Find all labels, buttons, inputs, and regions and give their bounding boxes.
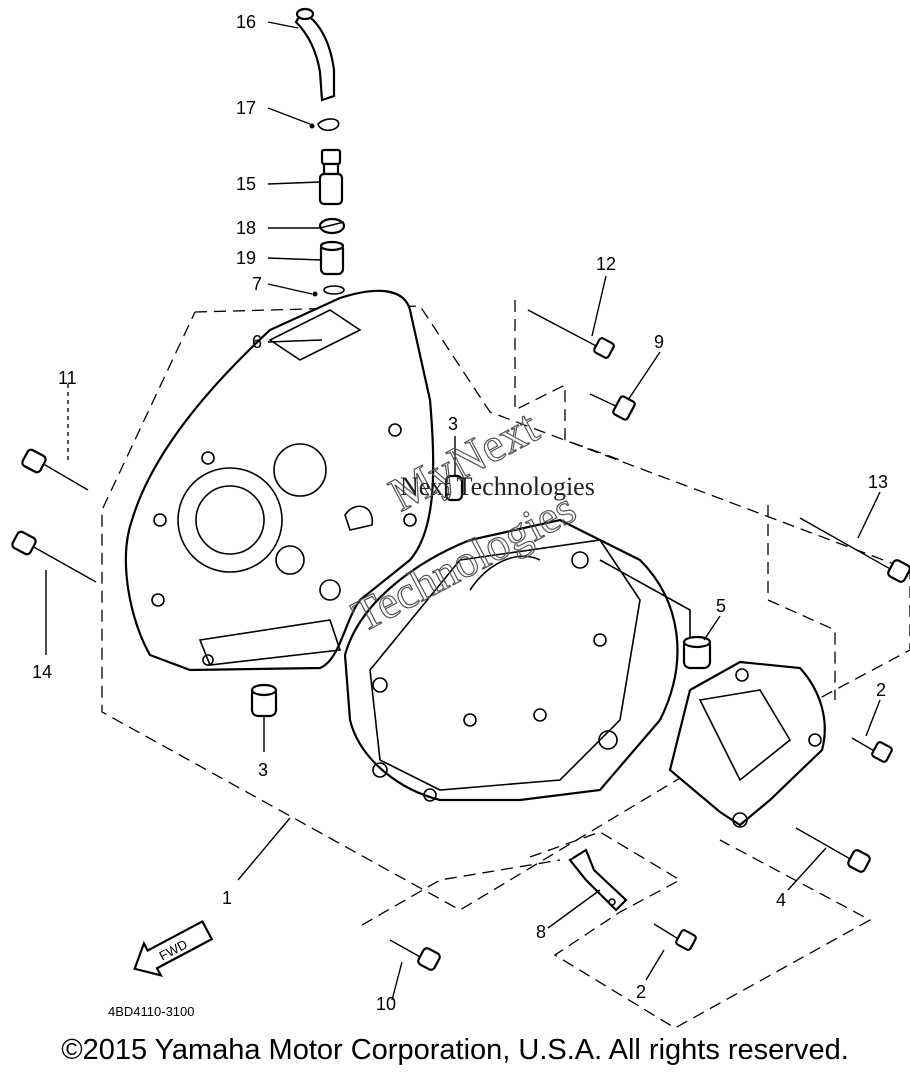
callout-17: 17 bbox=[236, 98, 256, 118]
collar-part-19 bbox=[319, 240, 345, 276]
watermark-line-3: Next Technologies bbox=[400, 472, 595, 501]
callout-13: 13 bbox=[868, 472, 888, 492]
bolt13-dashed-outline bbox=[767, 505, 836, 700]
callout-11: 11 bbox=[58, 368, 77, 388]
bottom-dashed-outline bbox=[361, 859, 561, 926]
bolt-part-4 bbox=[795, 827, 871, 873]
dowel-part-5 bbox=[682, 635, 712, 670]
callout-9: 9 bbox=[654, 332, 664, 352]
callout-15: 15 bbox=[236, 174, 256, 194]
callout-19: 19 bbox=[236, 248, 256, 268]
bolt-part-13 bbox=[799, 517, 910, 583]
breather-hose-part-16 bbox=[294, 7, 336, 102]
callout-8: 8 bbox=[536, 922, 546, 942]
callout-7: 7 bbox=[252, 274, 262, 294]
callout-numbers: 16 17 15 18 19 7 6 12 9 3 11 13 14 5 3 2… bbox=[32, 12, 888, 1014]
callout-5: 5 bbox=[716, 596, 726, 616]
dowel-pin-part-3-lower bbox=[250, 683, 278, 718]
callout-3-upper: 3 bbox=[448, 414, 458, 434]
bracket-part-8 bbox=[568, 848, 628, 912]
clamp-part-18 bbox=[318, 217, 346, 235]
leader-lines bbox=[45, 21, 881, 1001]
clip-part-7 bbox=[312, 285, 345, 297]
clip-part-17 bbox=[309, 118, 340, 132]
bolt-part-10 bbox=[389, 939, 441, 971]
copyright-notice: ©2015 Yamaha Motor Corporation, U.S.A. A… bbox=[61, 1034, 849, 1066]
right-crankcase-half bbox=[343, 518, 691, 802]
bolt-part-9 bbox=[589, 393, 636, 421]
exploded-parts-diagram: MyNext Technologies Next Technologies FW… bbox=[11, 7, 910, 1029]
callout-2-lower: 2 bbox=[636, 982, 646, 1002]
callout-16: 16 bbox=[236, 12, 256, 32]
callout-18: 18 bbox=[236, 218, 256, 238]
forward-direction-arrow: FWD bbox=[133, 919, 214, 977]
callout-6: 6 bbox=[252, 332, 262, 352]
left-crankcase-half bbox=[124, 289, 435, 672]
union-part-15 bbox=[318, 148, 344, 206]
callout-14: 14 bbox=[32, 662, 52, 682]
callout-1: 1 bbox=[222, 888, 232, 908]
callout-4: 4 bbox=[776, 890, 786, 910]
crankcase-cover bbox=[668, 660, 826, 828]
bolt-part-12 bbox=[527, 309, 615, 359]
bolt-part-11 bbox=[21, 448, 89, 491]
bolt-part-2-upper bbox=[851, 737, 893, 763]
dowel-pin-part-3-upper bbox=[444, 474, 464, 502]
diagram-code: 4BD4110-3100 bbox=[108, 1004, 195, 1019]
bracket-dashed-outline bbox=[529, 831, 872, 1029]
callout-3-lower: 3 bbox=[258, 760, 268, 780]
bolt-part-14 bbox=[11, 530, 97, 583]
callout-10: 10 bbox=[376, 994, 396, 1014]
callout-2-upper: 2 bbox=[876, 680, 886, 700]
callout-12: 12 bbox=[596, 254, 616, 274]
left-crankcase-dashed-outline bbox=[101, 305, 910, 911]
bolt-part-2-lower bbox=[653, 923, 697, 951]
